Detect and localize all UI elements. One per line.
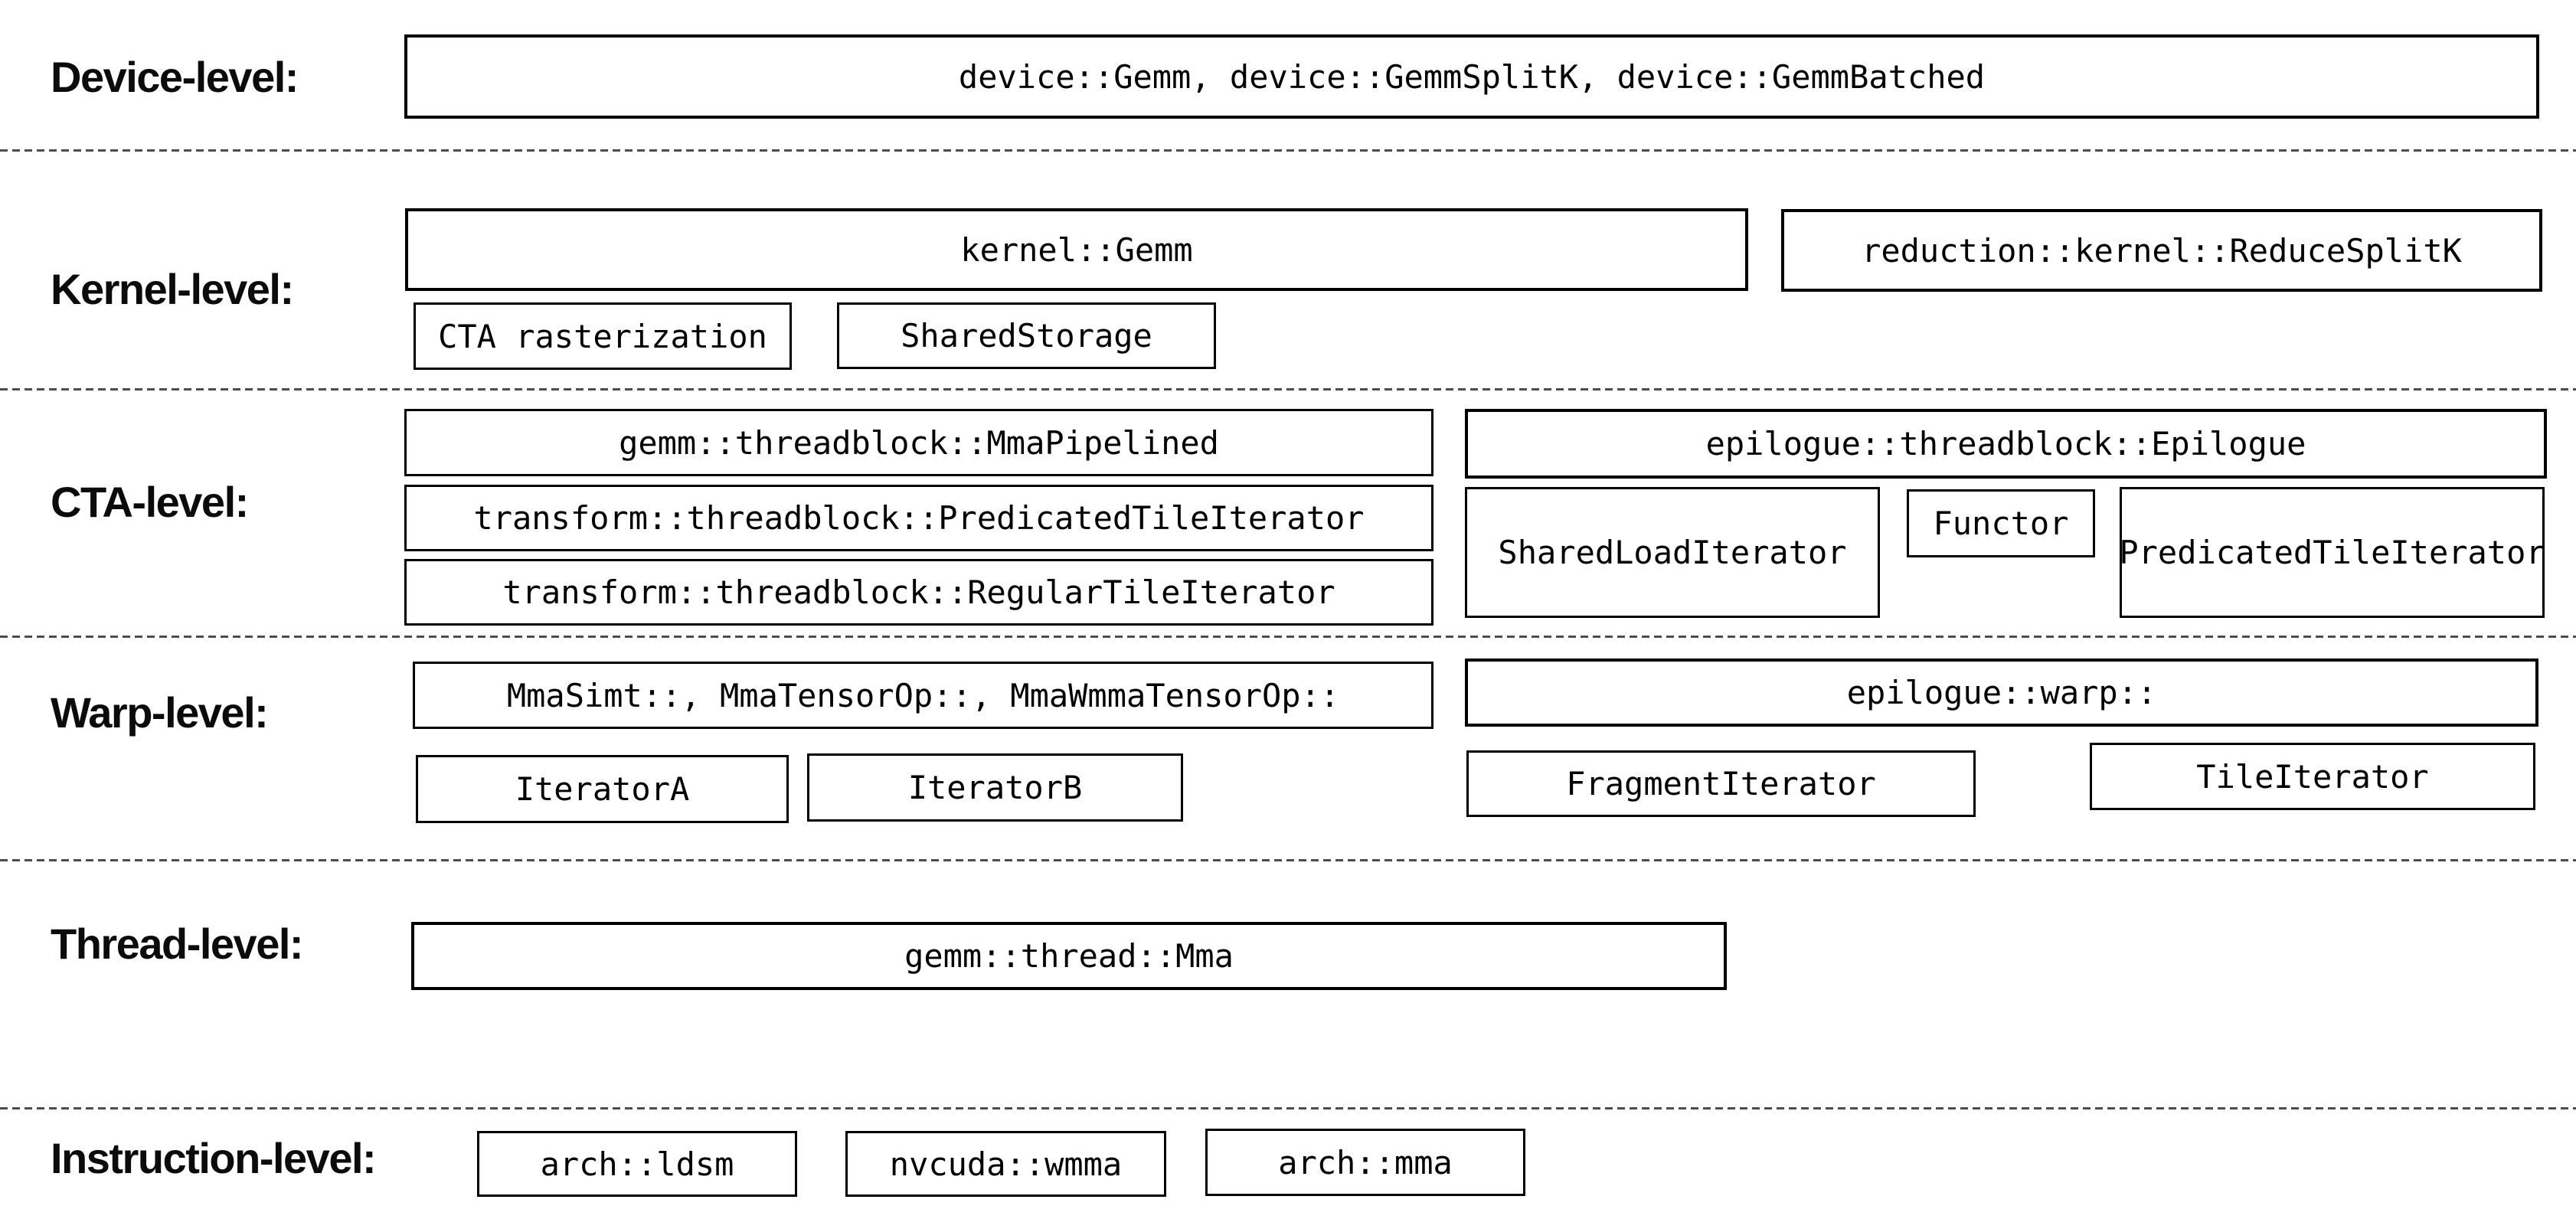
box-warp-mma-variants: MmaSimt::, MmaTensorOp::, MmaWmmaTensorO… bbox=[413, 662, 1433, 729]
box-cta-rasterization: CTA rasterization bbox=[414, 302, 792, 370]
box-kernel-gemm: kernel::Gemm bbox=[405, 208, 1748, 291]
separator-warp-thread bbox=[0, 859, 2576, 861]
box-mma-pipelined: gemm::threadblock::MmaPipelined bbox=[404, 409, 1433, 476]
level-label-warp: Warp-level: bbox=[51, 688, 269, 737]
separator-cta-warp bbox=[0, 636, 2576, 638]
box-arch-ldsm: arch::ldsm bbox=[477, 1131, 797, 1197]
box-nvcuda-wmma: nvcuda::wmma bbox=[845, 1131, 1166, 1197]
separator-kernel-cta bbox=[0, 388, 2576, 391]
box-iterator-a: IteratorA bbox=[416, 755, 789, 823]
box-epilogue-predicated-tile-iterator: PredicatedTileIterator bbox=[2119, 487, 2545, 618]
box-gemm-thread-mma: gemm::thread::Mma bbox=[411, 922, 1727, 990]
box-iterator-b: IteratorB bbox=[807, 753, 1183, 822]
level-label-device: Device-level: bbox=[51, 52, 299, 101]
level-label-instruction: Instruction-level: bbox=[51, 1133, 377, 1182]
box-transform-predicated-tile-iterator: transform::threadblock::PredicatedTileIt… bbox=[404, 485, 1433, 551]
box-tile-iterator: TileIterator bbox=[2090, 743, 2535, 810]
level-label-cta: CTA-level: bbox=[51, 477, 249, 526]
box-fragment-iterator: FragmentIterator bbox=[1466, 750, 1976, 817]
box-device-gemm: device::Gemm, device::GemmSplitK, device… bbox=[404, 34, 2539, 119]
box-transform-regular-tile-iterator: transform::threadblock::RegularTileItera… bbox=[404, 559, 1433, 626]
box-epilogue-warp: epilogue::warp:: bbox=[1465, 659, 2538, 727]
box-functor: Functor bbox=[1907, 489, 2095, 557]
box-reduce-splitk: reduction::kernel::ReduceSplitK bbox=[1781, 209, 2542, 292]
box-shared-load-iterator: SharedLoadIterator bbox=[1465, 487, 1880, 618]
box-arch-mma: arch::mma bbox=[1205, 1129, 1525, 1196]
separator-thread-instruction bbox=[0, 1107, 2576, 1110]
box-shared-storage: SharedStorage bbox=[837, 302, 1216, 369]
separator-device-kernel bbox=[0, 149, 2576, 152]
box-epilogue-threadblock: epilogue::threadblock::Epilogue bbox=[1465, 409, 2547, 479]
level-label-thread: Thread-level: bbox=[51, 919, 304, 968]
level-label-kernel: Kernel-level: bbox=[51, 264, 294, 313]
